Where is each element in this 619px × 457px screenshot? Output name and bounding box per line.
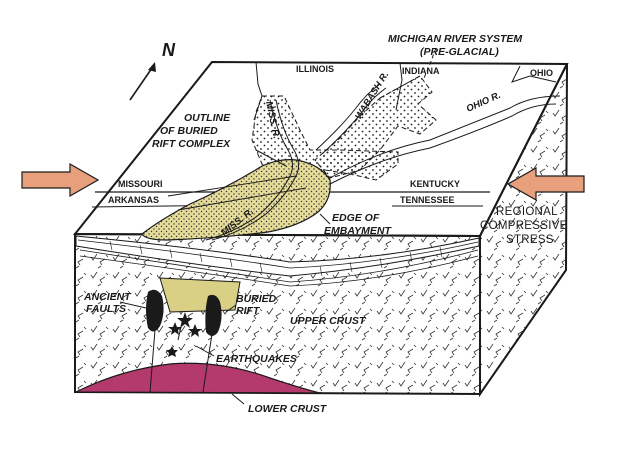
label-stress-3: STRESS: [506, 234, 554, 246]
sediment-layers: [75, 235, 480, 277]
label-outline-3: RIFT COMPLEX: [152, 138, 231, 150]
label-rift: RIFT: [236, 305, 261, 317]
buried-rift-outline: [251, 95, 399, 181]
state-ohio: OHIO: [530, 68, 553, 78]
label-faults: FAULTS: [86, 303, 126, 315]
label-outline-1: OUTLINE: [184, 112, 231, 124]
state-kentucky: KENTUCKY: [410, 179, 460, 189]
label-stress-1: REGIONAL: [496, 206, 558, 218]
state-missouri: MISSOURI: [118, 179, 163, 189]
state-indiana: INDIANA: [402, 66, 440, 76]
label-upper-crust: UPPER CRUST: [290, 315, 367, 327]
stress-arrow-left: [21, 162, 100, 198]
north-arrow: [129, 62, 156, 101]
mississippi-river: [205, 99, 294, 241]
label-edge-2: EMBAYMENT: [324, 225, 392, 237]
ancient-fault-right: [205, 294, 222, 336]
north-label: N: [162, 40, 176, 60]
state-illinois: ILLINOIS: [296, 64, 334, 74]
state-arkansas: ARKANSAS: [108, 195, 159, 205]
block-front-face: [74, 232, 481, 396]
label-outline-2: OF BURIED: [160, 125, 218, 137]
state-tennessee: TENNESSEE: [400, 195, 455, 205]
label-buried: BURIED: [236, 293, 277, 305]
label-edge-1: EDGE OF: [332, 212, 380, 224]
wabash-river: [315, 83, 381, 151]
stress-arrow-right: [506, 166, 585, 202]
river-system-title: MICHIGAN RIVER SYSTEM: [388, 33, 522, 45]
lower-crust: [75, 362, 321, 394]
buried-rift-section: [159, 277, 241, 313]
label-ancient: ANCIENT: [83, 291, 132, 303]
label-stress-2: COMPRESSIVE: [480, 220, 568, 232]
label-earthquakes: EARTHQUAKES: [216, 353, 297, 365]
river-system-subtitle: (PRE-GLACIAL): [420, 46, 499, 58]
label-lower-crust: LOWER CRUST: [248, 403, 328, 415]
ancient-fault-left: [146, 289, 164, 332]
earthquake-markers: [166, 312, 202, 357]
